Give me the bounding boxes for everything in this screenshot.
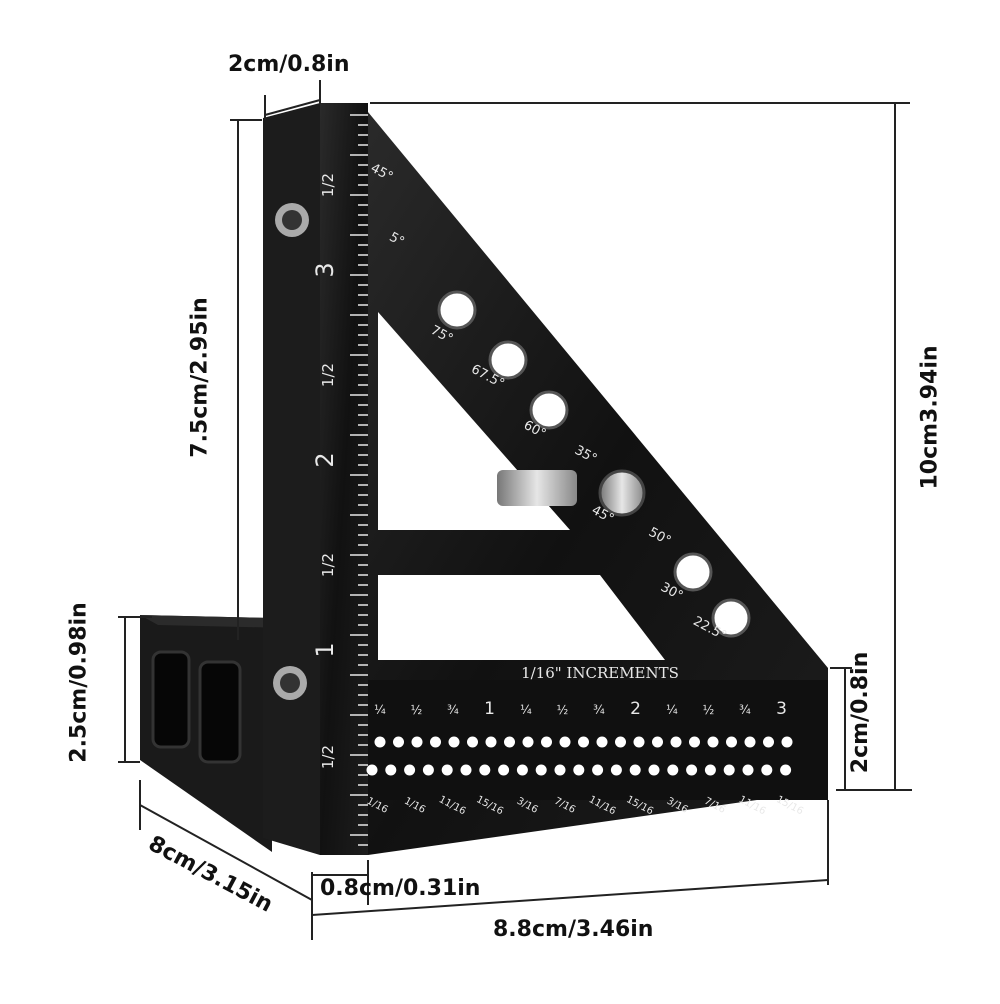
ruler-label: 1/2: [319, 363, 337, 387]
top-row-label: ¼: [520, 703, 532, 717]
top-row-label: ¾: [593, 703, 605, 717]
increments-label: 1/16" INCREMENTS: [521, 664, 679, 682]
top-row-label: 3: [776, 699, 787, 719]
dim-right-height: 10cm3.94in: [917, 345, 943, 490]
ruler-label: 1/2: [319, 173, 337, 197]
base-block: [140, 615, 290, 852]
ruler-label: 1/2: [319, 745, 337, 769]
top-row-label: ¼: [374, 703, 386, 717]
dim-left-height: 7.5cm/2.95in: [187, 297, 213, 458]
top-row-label: ½: [557, 703, 569, 717]
ruler-label: 1/2: [319, 553, 337, 577]
ruler-label: 2: [311, 452, 339, 467]
top-row-label: ¼: [666, 703, 678, 717]
vertical-stock: [263, 103, 368, 855]
top-row-label: ¾: [447, 703, 459, 717]
ruler-label: 3: [311, 262, 339, 277]
dim-blade-thickness: 0.8cm/0.31in: [320, 876, 481, 901]
pivot-pin: [497, 469, 646, 517]
vertical-ruler-labels: 1/2 3 1/2 2 1/2 1 1/2: [311, 173, 339, 769]
top-row-labels: ¼ ½ ¾ 1 ¼ ½ ¾ 2 ¼ ½ ¾ 3: [374, 699, 787, 719]
ruler-ticks: [350, 114, 368, 846]
dim-total-width: 8.8cm/3.46in: [493, 917, 654, 942]
ruler-label: 1: [311, 642, 339, 657]
top-row-label: 1: [484, 699, 495, 719]
hole-rows: [366, 736, 793, 776]
dim-top-width: 2cm/0.8in: [228, 52, 350, 77]
dim-right-small: 2cm/0.8in: [848, 651, 874, 774]
top-row-label: ½: [703, 703, 715, 717]
top-row-label: ½: [411, 703, 423, 717]
dimension-lines: [118, 80, 912, 940]
angle-label: 5°: [387, 230, 407, 250]
dim-base-height: 2.5cm/0.98in: [66, 602, 92, 763]
top-row-label: ¾: [739, 703, 751, 717]
top-row-label: 2: [630, 699, 641, 719]
blade-holes: [437, 290, 751, 638]
